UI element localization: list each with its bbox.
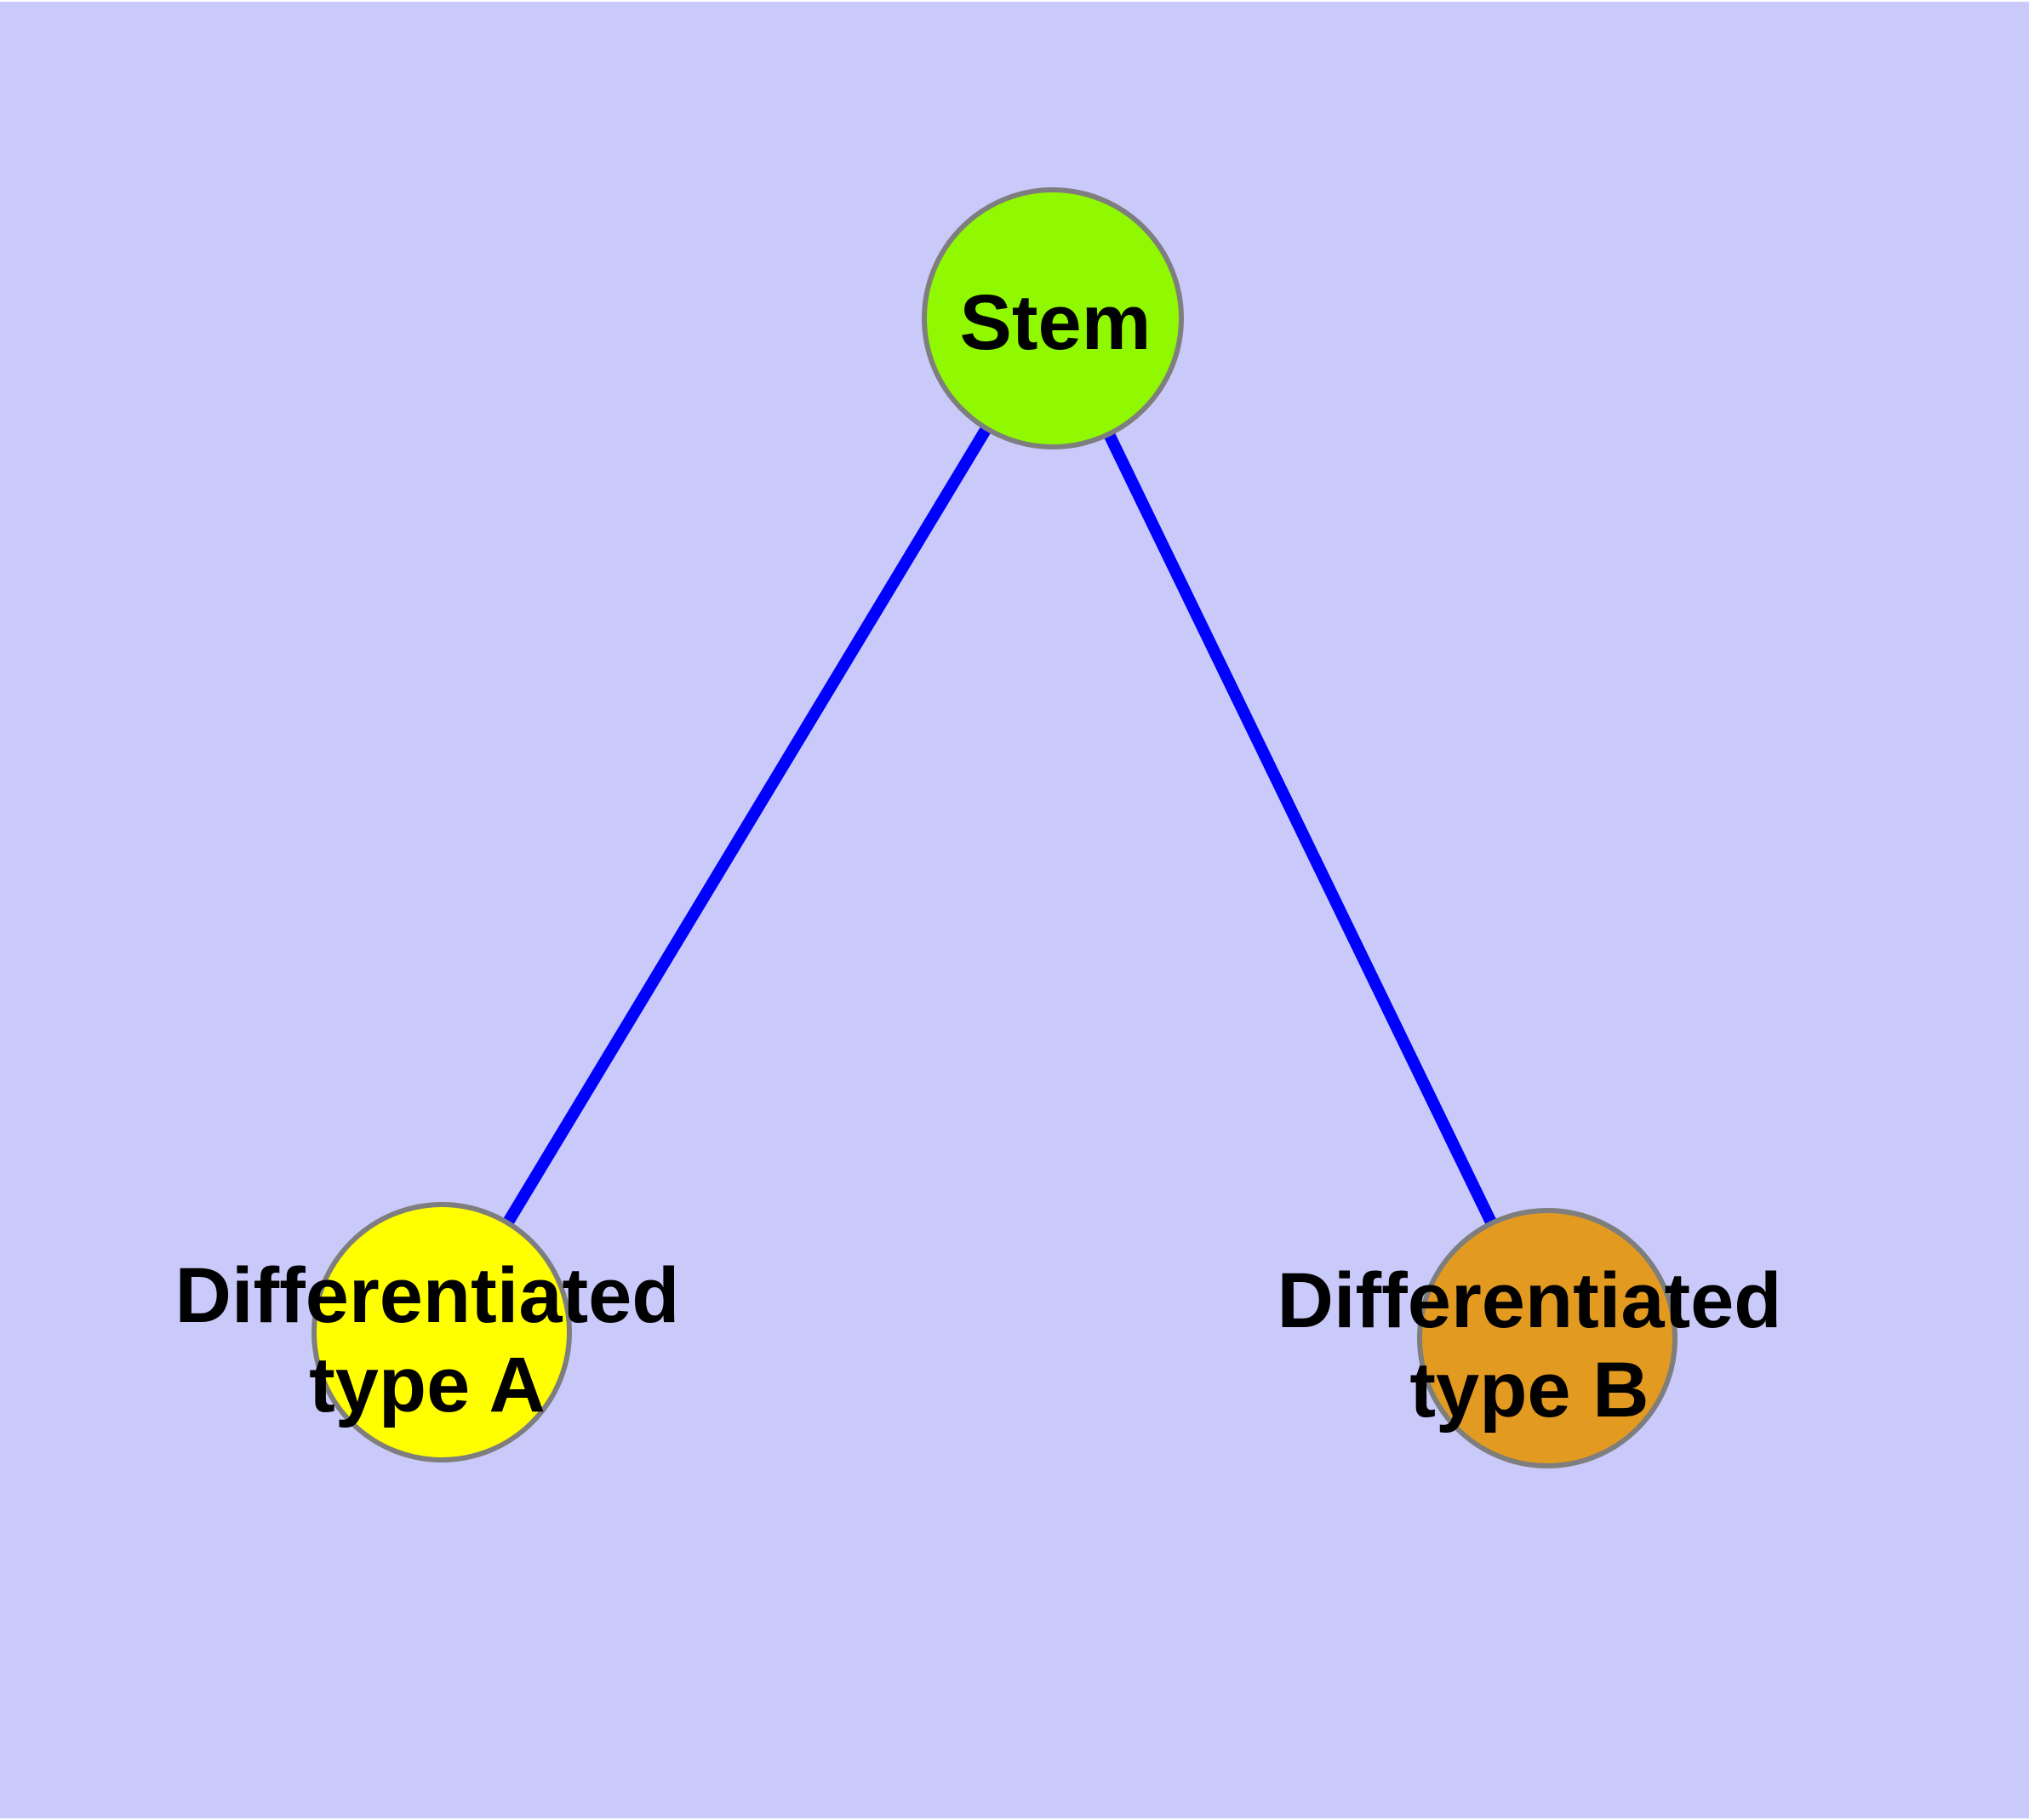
node-type-a-label-line1: Differentiated bbox=[175, 1252, 680, 1339]
node-stem-label: Stem bbox=[960, 279, 1152, 366]
edge-stem-to-type-b bbox=[1047, 315, 1553, 1342]
node-type-a-label-line2: type A bbox=[309, 1342, 546, 1428]
node-stem-circle bbox=[922, 187, 1184, 449]
edge-stem-to-type-a bbox=[437, 315, 1058, 1336]
node-type-b-label-line1: Differentiated bbox=[1277, 1257, 1782, 1344]
node-type-b-circle bbox=[1417, 1208, 1677, 1468]
node-type-a-circle bbox=[311, 1202, 572, 1462]
node-type-b-label-line2: type B bbox=[1409, 1347, 1649, 1434]
